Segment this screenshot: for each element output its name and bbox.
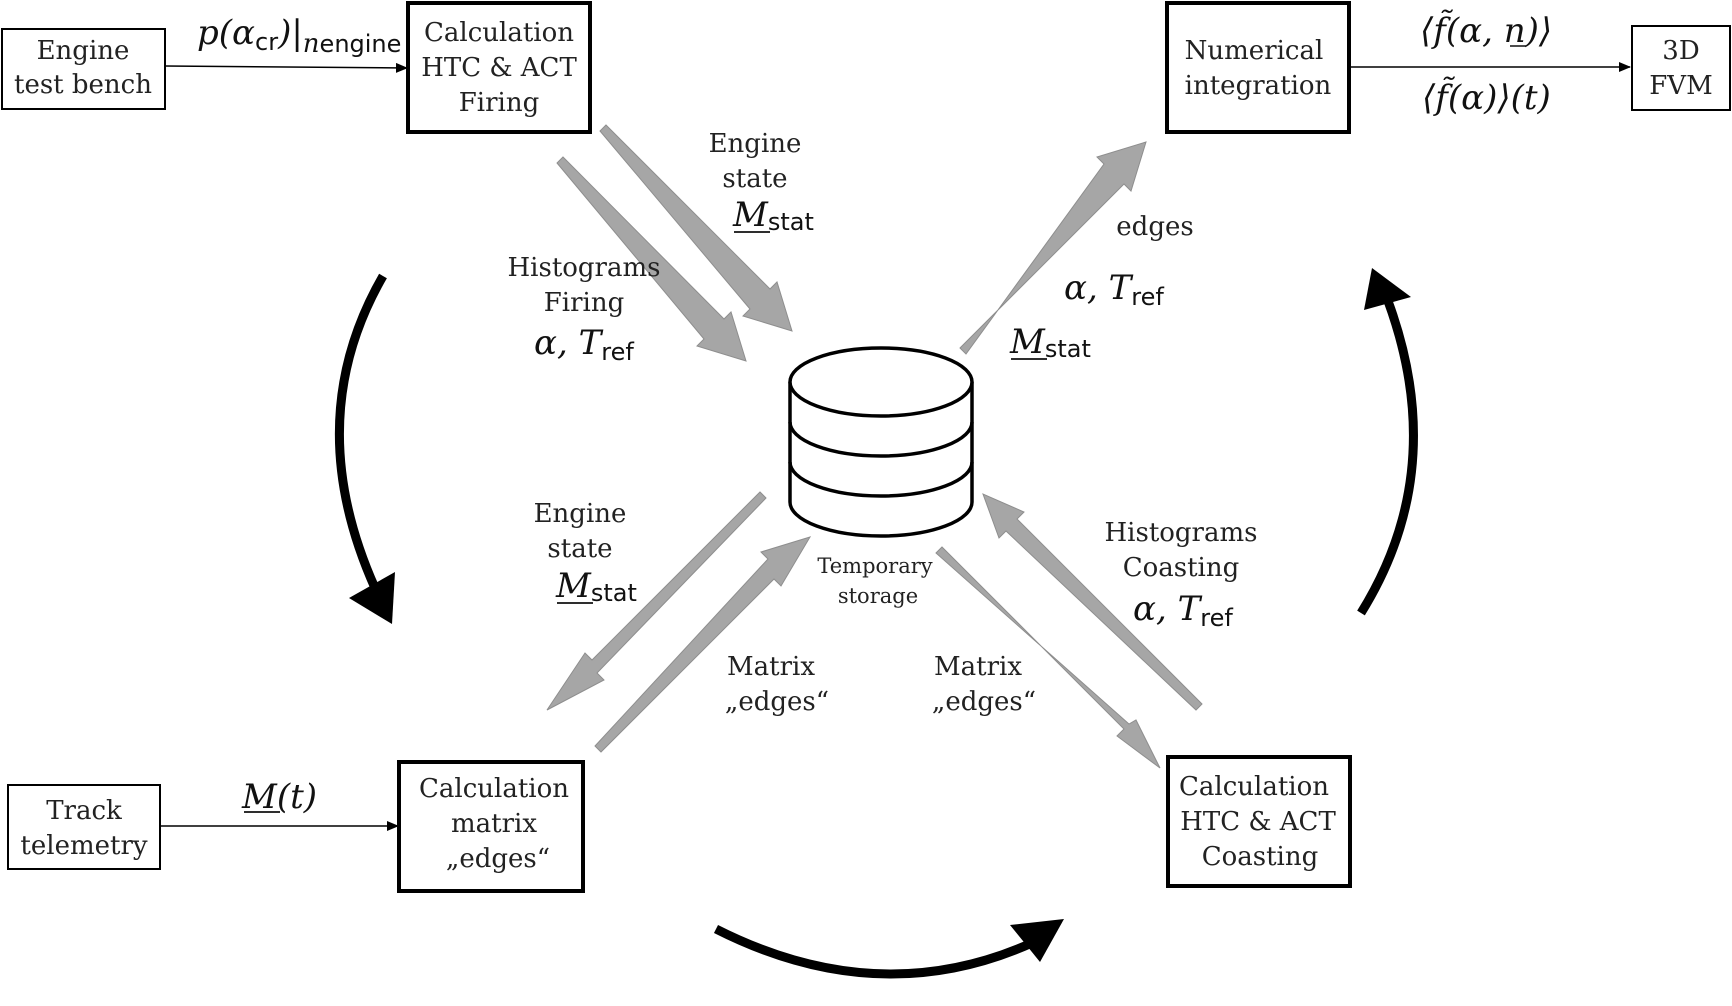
cycle-arrowhead-right xyxy=(1364,268,1411,310)
engine-test-bench-line2: test bench xyxy=(14,70,152,100)
cycle-arrow-left xyxy=(334,273,387,590)
cycle-arrow-right xyxy=(1357,299,1418,616)
engine-state-bottom-line1: Engine xyxy=(534,499,627,529)
alpha-tref-firing-label: α, Tref xyxy=(534,323,634,366)
engine-state-bottom-line2: state xyxy=(547,534,612,564)
mstat-bottom-label: Mstat xyxy=(555,566,637,607)
matrix-edges-right-line2: „edges“ xyxy=(932,687,1036,717)
mstat-right-label: Mstat xyxy=(1009,322,1091,363)
calc-coasting-line1: Calculation xyxy=(1179,772,1329,802)
bench-to-calc-arrow xyxy=(164,62,408,73)
cycle-arrowhead-left xyxy=(349,572,395,624)
calc-firing-line1: Calculation xyxy=(424,18,574,48)
histograms-coasting-arrow xyxy=(982,493,1203,711)
calc-coasting-line3: Coasting xyxy=(1202,842,1319,872)
calc-edges-line2: matrix xyxy=(451,809,537,839)
histograms-coasting-line1: Histograms xyxy=(1104,518,1257,548)
calc-edges-box: Calculation matrix „edges“ xyxy=(397,760,585,893)
matrix-edges-left-line1: Matrix xyxy=(727,652,815,682)
matrix-edges-right-line1: Matrix xyxy=(934,652,1022,682)
mean-f-label: ⟨f̃(α, n)⟩ xyxy=(1420,10,1552,51)
matrix-edges-in-arrow xyxy=(594,536,812,753)
mstat-top-label: Mstat xyxy=(732,195,814,236)
calc-edges-line3: „edges“ xyxy=(446,844,550,874)
engine-state-out-arrow xyxy=(546,491,767,711)
pressure-label: p(αcr)|nengine xyxy=(197,13,401,59)
database-icon xyxy=(788,346,974,538)
numerical-integration-box: Numerical integration xyxy=(1165,1,1351,134)
cycle-arrowhead-bottom xyxy=(1010,919,1064,962)
alpha-tref-edges-label: α, Tref xyxy=(1064,268,1164,311)
histograms-firing-arrow xyxy=(556,156,747,362)
storage-label-line2: storage xyxy=(838,584,918,608)
edges-out-arrow xyxy=(959,141,1147,355)
calc-coasting-line2: HTC & ACT xyxy=(1180,807,1336,837)
engine-state-top-line2: state xyxy=(722,164,787,194)
engine-state-top-line1: Engine xyxy=(709,129,802,159)
calc-edges-line1: Calculation xyxy=(419,774,569,804)
track-telemetry-line1: Track xyxy=(46,796,122,826)
telemetry-mt-label: M(t) xyxy=(241,777,317,817)
track-telemetry-box: Track telemetry xyxy=(7,784,161,870)
histograms-firing-line2: Firing xyxy=(544,288,625,318)
numerical-integration-line2: integration xyxy=(1185,71,1332,101)
fvm-line2: FVM xyxy=(1649,71,1712,101)
calc-firing-line3: Firing xyxy=(459,88,540,118)
mean-f-time-label: ⟨f̃(α)⟩(t) xyxy=(1422,77,1551,118)
alpha-tref-coasting-label: α, Tref xyxy=(1133,589,1233,632)
cycle-arrow-bottom xyxy=(713,924,1036,979)
calc-firing-line2: HTC & ACT xyxy=(421,53,577,83)
calc-coasting-box: Calculation HTC & ACT Coasting xyxy=(1166,755,1352,888)
edges-label: edges xyxy=(1116,212,1193,242)
histograms-firing-line1: Histograms xyxy=(507,253,660,283)
engine-test-bench-box: Engine test bench xyxy=(1,28,166,110)
matrix-edges-left-line2: „edges“ xyxy=(725,687,829,717)
calc-firing-box: Calculation HTC & ACT Firing xyxy=(406,1,592,134)
storage-label-line1: Temporary xyxy=(817,554,932,578)
histograms-coasting-line2: Coasting xyxy=(1123,553,1240,583)
numerical-integration-line1: Numerical xyxy=(1185,36,1324,66)
engine-test-bench-line1: Engine xyxy=(37,36,130,66)
cycle-arrows xyxy=(334,268,1418,979)
matrix-edges-out-arrow xyxy=(935,546,1161,769)
engine-state-in-arrow xyxy=(599,124,793,332)
track-telemetry-line2: telemetry xyxy=(20,831,147,861)
fvm-box: 3D FVM xyxy=(1631,25,1731,111)
fvm-line1: 3D xyxy=(1662,36,1699,66)
